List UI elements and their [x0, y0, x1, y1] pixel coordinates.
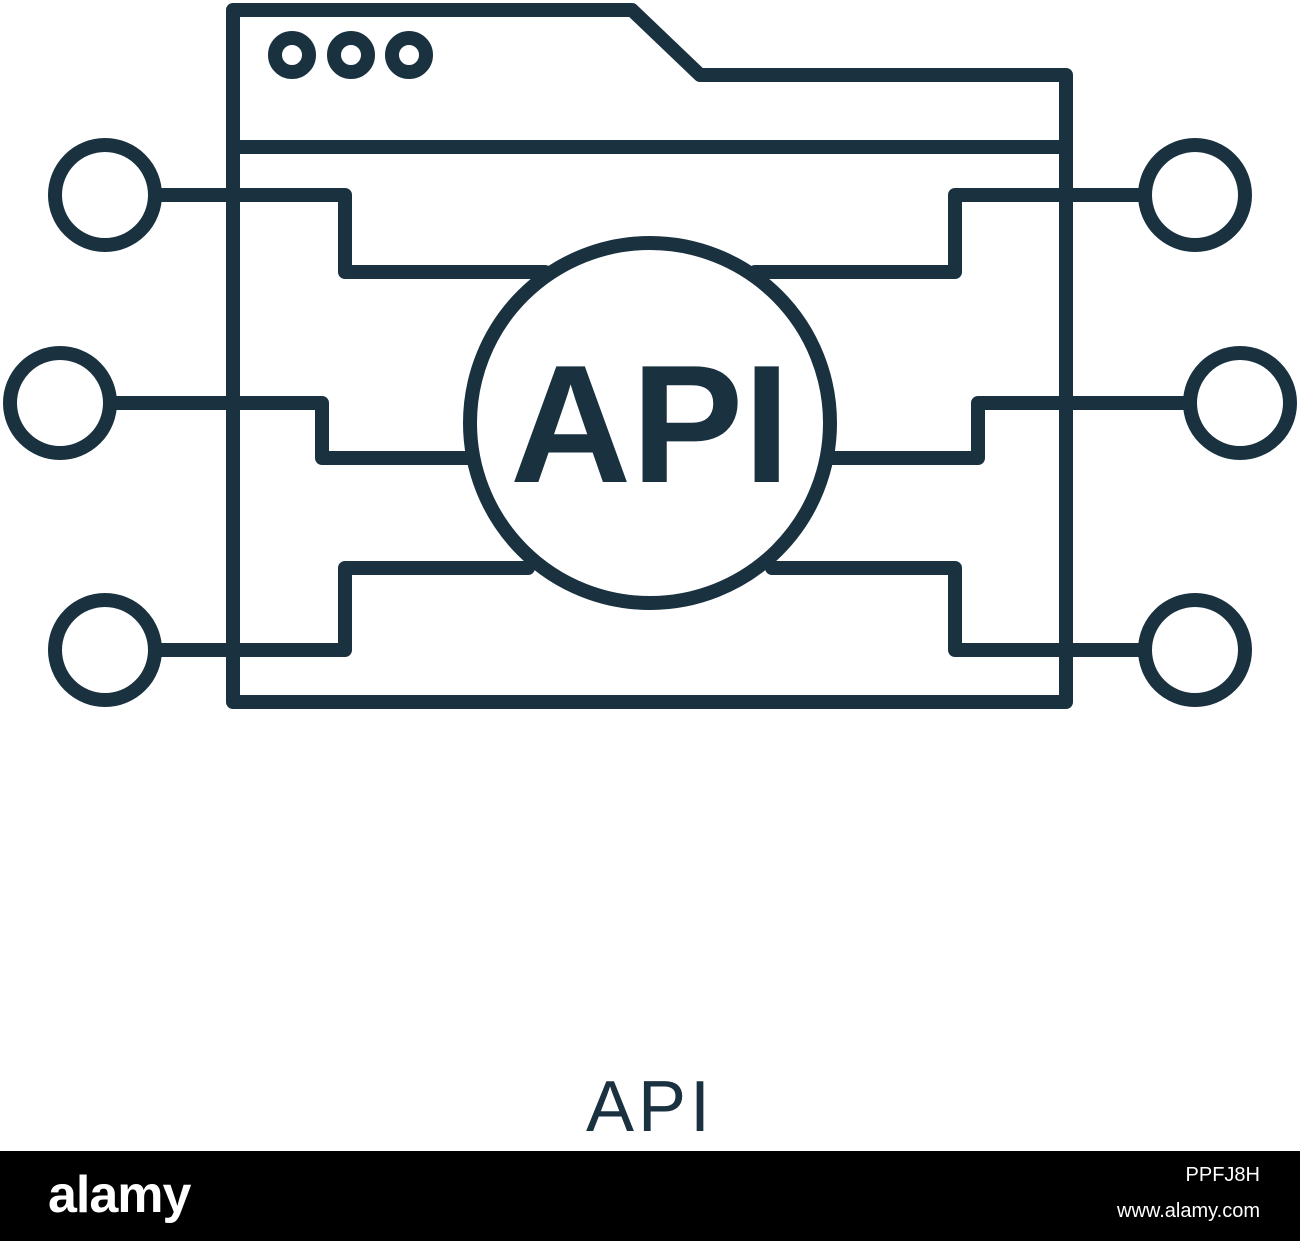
api-badge-circle: [463, 236, 837, 610]
left-trace-top: [148, 188, 552, 279]
image-id-label: PPFJ8H: [1185, 1164, 1260, 1186]
right-node-middle-icon: [1183, 346, 1297, 460]
api-badge-text: API: [510, 330, 790, 518]
folder-outline-shape: [226, 3, 1073, 709]
window-dot-icon: [268, 31, 316, 79]
watermark-footer: alamy PPFJ8H www.alamy.com: [0, 1151, 1300, 1241]
left-trace-middle: [103, 396, 477, 465]
right-trace-middle: [823, 396, 1197, 465]
left-node-middle-icon: [3, 346, 117, 460]
window-dot-icon: [385, 31, 433, 79]
right-node-top-icon: [1138, 138, 1252, 252]
right-trace-top: [748, 188, 1152, 279]
window-dot-icon: [327, 31, 375, 79]
site-url-label: www.alamy.com: [1117, 1200, 1260, 1222]
left-trace-bottom: [148, 561, 535, 657]
brand-logo: alamy: [48, 1166, 191, 1224]
right-node-bottom-icon: [1138, 593, 1252, 707]
left-node-top-icon: [48, 138, 162, 252]
right-trace-bottom: [765, 561, 1152, 657]
api-icon: API: [3, 3, 1297, 709]
left-node-bottom-icon: [48, 593, 162, 707]
icon-caption: API: [585, 1067, 715, 1147]
